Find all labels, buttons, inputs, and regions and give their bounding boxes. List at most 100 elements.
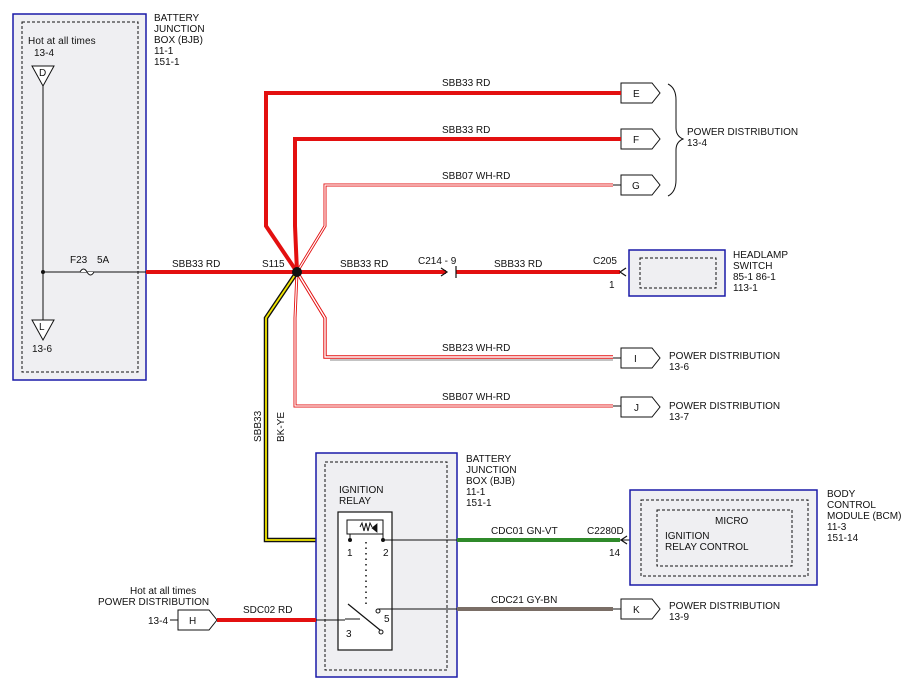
wire-sdc02-label: SDC02 RD — [243, 605, 292, 616]
connector-l-label: L — [39, 322, 45, 333]
fuse-f23-symbol — [79, 268, 95, 276]
power-dist-k-label: POWER DISTRIBUTION — [669, 601, 780, 612]
headlamp-title-4: 113-1 — [733, 283, 758, 294]
wire-j-label: SBB07 WH-RD — [442, 392, 510, 403]
bcm-title-5: 151-14 — [827, 533, 859, 544]
relay-pin-1-label: 1 — [347, 548, 353, 559]
relay-switch-arm — [347, 603, 381, 631]
bjb-left-ref-top: 13-4 — [34, 48, 54, 59]
wire-f-label: SBB33 RD — [442, 125, 490, 136]
bjb-left-ref-bottom: 13-6 — [32, 344, 52, 355]
bjb-left-title-5: 151-1 — [154, 57, 180, 68]
connector-e: E — [620, 82, 661, 104]
bjb-relay-title-5: 151-1 — [466, 498, 492, 509]
power-dist-efg-label: POWER DISTRIBUTION — [687, 127, 798, 138]
wire-to-g-stripe — [296, 184, 613, 273]
connector-d-label: D — [39, 68, 46, 79]
bcm-terminal-symbol — [619, 535, 628, 545]
bjb-left-title-2: JUNCTION — [154, 24, 205, 35]
inline-connector-c214-label: C214 - 9 — [418, 256, 457, 267]
wire-to-f — [293, 137, 613, 273]
wire-e-label: SBB33 RD — [442, 78, 490, 89]
bcm-pin-label: 14 — [609, 548, 621, 559]
connector-i-shape — [620, 347, 661, 369]
h-source: Hot at all times POWER DISTRIBUTION 13-4… — [98, 586, 316, 631]
connector-e-label: E — [633, 89, 640, 100]
relay-contact-3 — [378, 629, 384, 635]
bjb-left-title-1: BATTERY — [154, 13, 200, 24]
headlamp-pin-label: 1 — [609, 280, 615, 291]
wire-headlamp-a-label: SBB33 RD — [340, 259, 388, 270]
power-dist-k-ref: 13-9 — [669, 612, 689, 623]
wire-to-j — [293, 271, 613, 408]
bjb-left-inner — [21, 21, 139, 373]
h-power-dist-label: POWER DISTRIBUTION — [98, 597, 209, 608]
bjb-relay-inner — [324, 461, 448, 671]
connector-e-shape — [620, 82, 661, 104]
bcm-title-3: MODULE (BCM) — [827, 511, 901, 522]
relay-diode-icon — [371, 523, 378, 533]
wire-cdc01-label: CDC01 GN-VT — [491, 526, 558, 537]
h-hot-label: Hot at all times — [130, 586, 196, 597]
bjb-relay-title-2: JUNCTION — [466, 465, 517, 476]
connector-k-label: K — [633, 605, 640, 616]
connector-j-shape — [620, 396, 661, 418]
h-ref-label: 13-4 — [148, 616, 168, 627]
wire-cdc21-label: CDC21 GY-BN — [491, 595, 557, 606]
wire-to-e — [264, 91, 613, 274]
bjb-left: Hot at all times 13-4 D L 13-6 F23 5A BA… — [12, 13, 205, 381]
relay-coil-icon — [359, 521, 373, 532]
bcm-title-2: CONTROL — [827, 500, 876, 511]
relay-contact-5 — [375, 608, 381, 614]
bcm-signal-label-1: IGNITION — [665, 531, 709, 542]
bcm-title-1: BODY — [827, 489, 856, 500]
connector-j-label: J — [634, 403, 639, 414]
ignition-relay-label-2: RELAY — [339, 496, 371, 507]
bcm-outer — [629, 489, 818, 586]
connector-f-label: F — [633, 135, 639, 146]
ignition-relay-label-1: IGNITION — [339, 485, 383, 496]
connector-h-label: H — [189, 616, 196, 627]
wire-i-label: SBB23 WH-RD — [442, 343, 510, 354]
bjb-left-title-4: 11-1 — [154, 46, 174, 57]
connector-k-shape — [620, 598, 661, 620]
splice-s115-label: S115 — [262, 259, 285, 270]
relay-coil-box — [346, 519, 384, 535]
bjb-relay-title-1: BATTERY — [466, 454, 512, 465]
bjb-relay-title-4: 11-1 — [466, 487, 486, 498]
power-dist-j-ref: 13-7 — [669, 412, 689, 423]
bcm-micro-label: MICRO — [715, 516, 749, 527]
bcm-micro-box — [656, 509, 793, 567]
relay-pin-3-label: 3 — [346, 629, 352, 640]
headlamp-title-2: SWITCH — [733, 261, 772, 272]
bcm-inner — [640, 499, 809, 577]
bcm-module: MICRO IGNITION RELAY CONTROL C2280D 14 B… — [587, 489, 901, 586]
wire-g-label: SBB07 WH-RD — [442, 171, 510, 182]
wire-to-i-stripe — [296, 271, 613, 358]
wire-headlamp-b-label: SBB33 RD — [494, 259, 542, 270]
bus-junction-dot — [41, 270, 45, 274]
power-dist-j-label: POWER DISTRIBUTION — [669, 401, 780, 412]
headlamp-title-1: HEADLAMP — [733, 250, 788, 261]
headlamp-switch: C205 1 HEADLAMP SWITCH 85-1 86-1 113-1 — [593, 249, 788, 297]
headlamp-terminal-symbol — [618, 267, 627, 277]
wire-relay-circuit-label: SBB33 — [253, 410, 264, 442]
bjb-left-outer — [12, 13, 147, 381]
connector-f: F — [620, 128, 661, 150]
headlamp-switch-outer — [628, 249, 726, 297]
inline-connector-c214-symbol — [440, 266, 457, 278]
bjb-left-title-3: BOX (BJB) — [154, 35, 203, 46]
connector-i-label: I — [634, 354, 637, 365]
power-dist-efg-ref: 13-4 — [687, 138, 707, 149]
headlamp-connector-label: C205 — [593, 256, 617, 267]
wire-relay-color-label: BK-YE — [276, 412, 287, 442]
connector-i: I POWER DISTRIBUTION 13-6 — [613, 347, 780, 373]
bjb-relay-title-3: BOX (BJB) — [466, 476, 515, 487]
power-dist-i-label: POWER DISTRIBUTION — [669, 351, 780, 362]
connector-g: G — [620, 174, 661, 196]
wire-main-in-label: SBB33 RD — [172, 259, 220, 270]
relay-pin-2-label: 2 — [383, 548, 389, 559]
connector-f-shape — [620, 128, 661, 150]
fuse-f23-rating: 5A — [97, 255, 110, 266]
